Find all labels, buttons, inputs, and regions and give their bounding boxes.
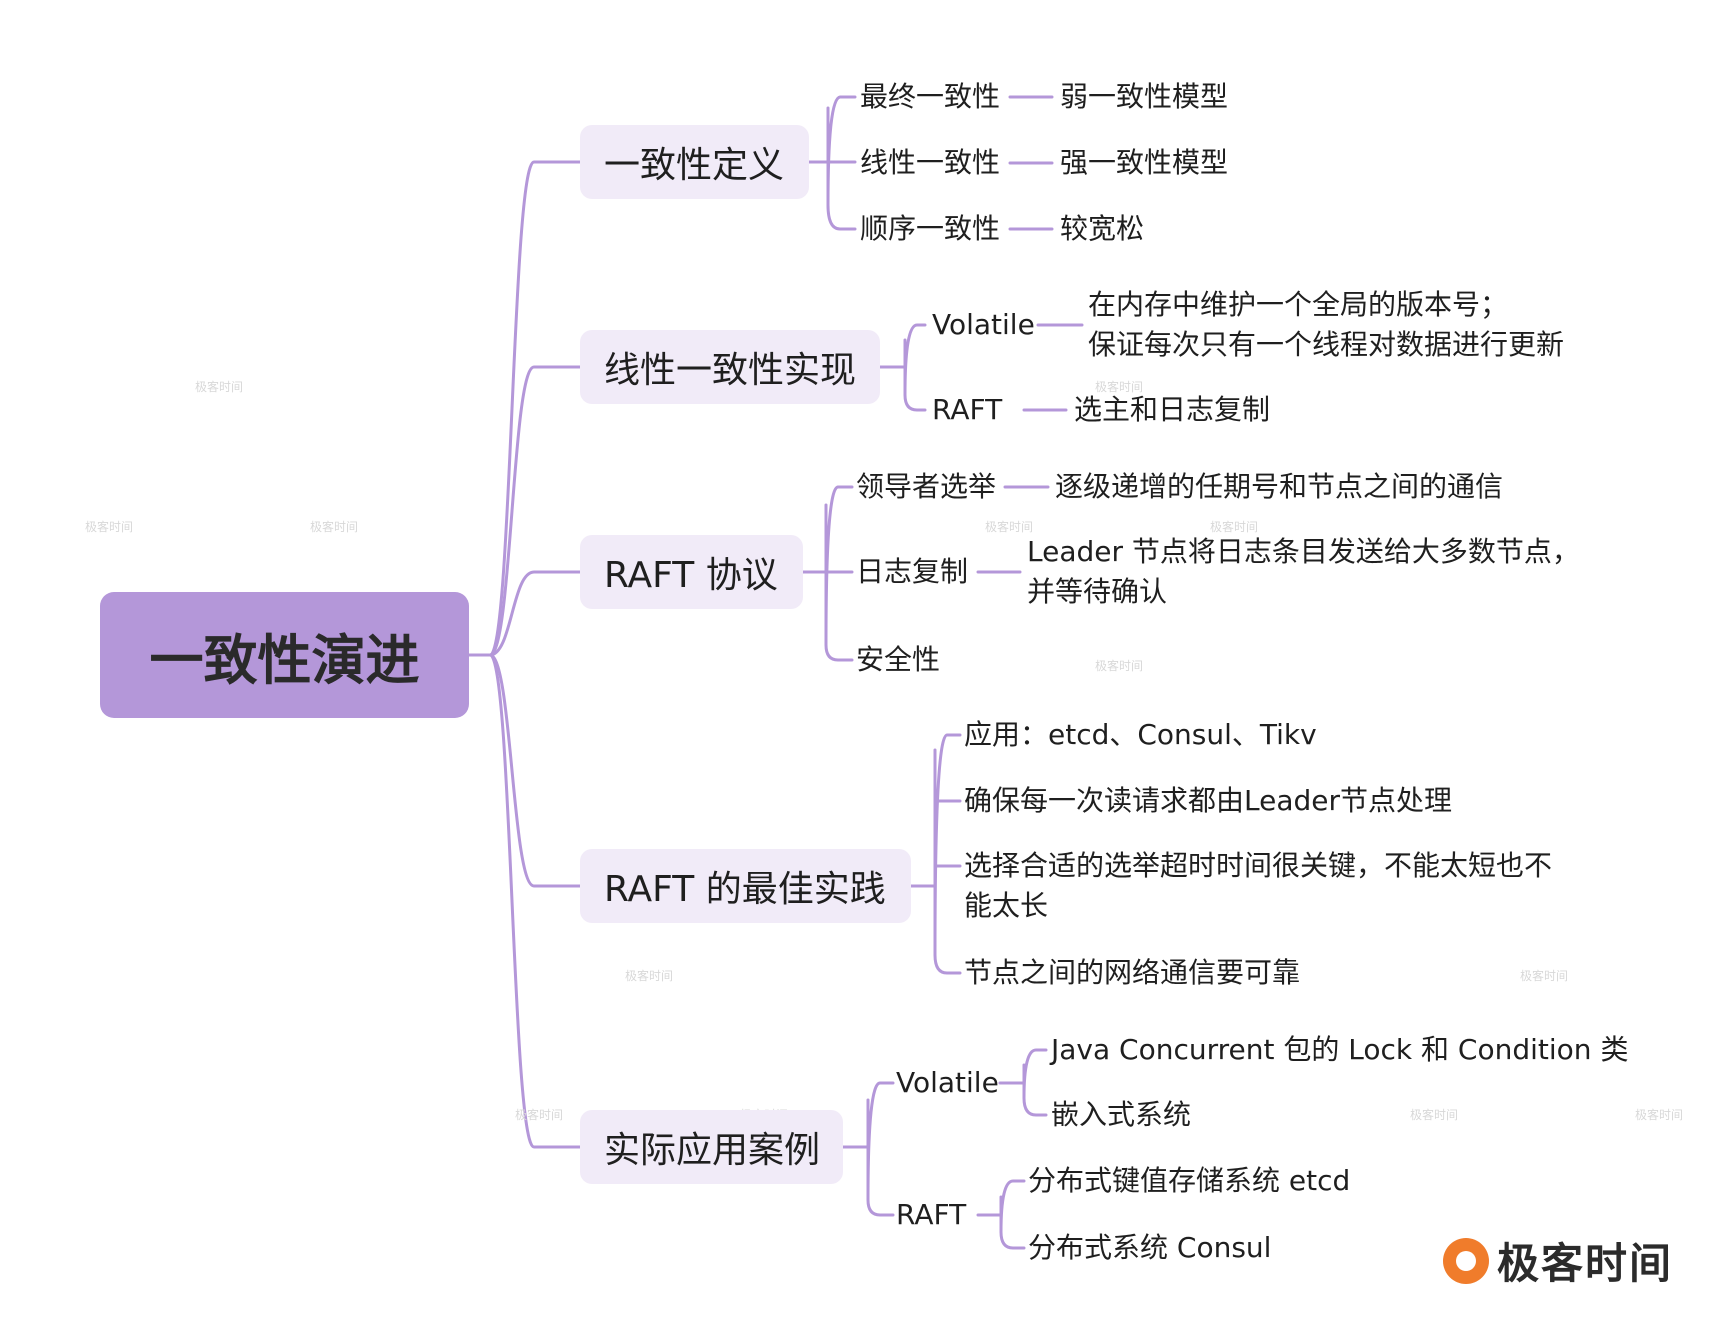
leaf-volatile[interactable]: Volatile bbox=[932, 308, 1035, 341]
watermark: 极客时间 bbox=[1410, 1108, 1459, 1122]
watermark: 极客时间 bbox=[985, 520, 1034, 534]
brand-name: 极客时间 bbox=[1497, 1239, 1674, 1288]
connector-cases-raft bbox=[976, 1179, 1026, 1250]
leaf-weak-model[interactable]: 弱一致性模型 bbox=[1060, 80, 1229, 113]
watermark: 极客时间 bbox=[85, 520, 134, 534]
connector-root-cases bbox=[467, 653, 582, 1149]
watermark: 极客时间 bbox=[1095, 380, 1144, 394]
watermark: 极客时间 bbox=[1210, 520, 1259, 534]
leaf-looser[interactable]: 较宽松 bbox=[1060, 212, 1145, 245]
leaf-java-lock-condition[interactable]: Java Concurrent 包的 Lock 和 Condition 类 bbox=[1051, 1033, 1629, 1066]
watermark: 极客时间 bbox=[515, 1108, 564, 1122]
leaf-cases-raft[interactable]: RAFT bbox=[896, 1198, 967, 1231]
leaf-election-timeout[interactable]: 选择合适的选举超时时间很关键，不能太短也不能太长 bbox=[964, 849, 1553, 922]
leaf-etcd-kv-store[interactable]: 分布式键值存储系统 etcd bbox=[1028, 1164, 1351, 1197]
branch-raft-best-practice[interactable]: RAFT 的最佳实践 bbox=[580, 849, 911, 923]
connector-def-trunk bbox=[807, 95, 857, 231]
connector-root-raft bbox=[467, 570, 582, 657]
leaf-single-thread-update[interactable]: 保证每次只有一个线程对数据进行更新 bbox=[1088, 328, 1565, 361]
watermark: 极客时间 bbox=[310, 520, 359, 534]
leaf-term-communication[interactable]: 逐级递增的任期号和节点之间的通信 bbox=[1055, 470, 1504, 503]
branch-raft-protocol[interactable]: RAFT 协议 bbox=[580, 535, 803, 609]
leaf-strong-model[interactable]: 强一致性模型 bbox=[1060, 146, 1229, 179]
connector-cases-volatile bbox=[998, 1048, 1048, 1117]
leaf-leader-election[interactable]: 领导者选举 bbox=[856, 470, 997, 503]
leaf-embedded-systems[interactable]: 嵌入式系统 bbox=[1051, 1098, 1192, 1131]
root-topic[interactable]: 一致性演进 bbox=[100, 592, 469, 718]
connector-root-practice bbox=[467, 653, 582, 888]
leaf-election-log-replication[interactable]: 选主和日志复制 bbox=[1074, 393, 1271, 426]
watermark: 极客时间 bbox=[195, 380, 244, 394]
connector-root-linear bbox=[467, 365, 582, 657]
leaf-raft[interactable]: RAFT bbox=[932, 393, 1003, 426]
leaf-sequential-consistency[interactable]: 顺序一致性 bbox=[860, 212, 1001, 245]
leaf-eventual-consistency[interactable]: 最终一致性 bbox=[860, 80, 1001, 113]
leaf-global-version[interactable]: 在内存中维护一个全局的版本号； bbox=[1088, 288, 1509, 321]
leaf-wait-ack[interactable]: 并等待确认 bbox=[1027, 575, 1168, 608]
watermark: 极客时间 bbox=[1520, 969, 1569, 983]
watermark: 极客时间 bbox=[1095, 659, 1144, 673]
connector-raft-trunk bbox=[801, 485, 854, 662]
leaf-log-replication[interactable]: 日志复制 bbox=[856, 555, 969, 588]
leaf-applications[interactable]: 应用：etcd、Consul、Tikv bbox=[964, 718, 1317, 751]
leaf-leader-send-entries[interactable]: Leader 节点将日志条目发送给大多数节点， bbox=[1027, 535, 1580, 568]
leaf-safety[interactable]: 安全性 bbox=[856, 643, 941, 676]
brand-mark-icon bbox=[1443, 1237, 1489, 1284]
watermark: 极客时间 bbox=[1635, 1108, 1684, 1122]
branch-linearizability-impl[interactable]: 线性一致性实现 bbox=[580, 330, 880, 404]
watermark: 极客时间 bbox=[625, 969, 674, 983]
leaf-leader-reads[interactable]: 确保每一次读请求都由Leader节点处理 bbox=[964, 784, 1453, 817]
leaf-consul[interactable]: 分布式系统 Consul bbox=[1028, 1231, 1272, 1264]
connector-linear-trunk bbox=[878, 323, 927, 412]
connector-cases-trunk bbox=[841, 1081, 895, 1217]
branch-real-world-cases[interactable]: 实际应用案例 bbox=[580, 1110, 843, 1184]
connector-practice-trunk bbox=[909, 733, 962, 975]
leaf-cases-volatile[interactable]: Volatile bbox=[896, 1066, 999, 1099]
leaf-reliable-network[interactable]: 节点之间的网络通信要可靠 bbox=[964, 956, 1301, 989]
leaf-linearizability[interactable]: 线性一致性 bbox=[860, 146, 1001, 179]
branch-consistency-definition[interactable]: 一致性定义 bbox=[580, 125, 809, 199]
connector-root-definition bbox=[467, 160, 582, 657]
brand-logo: 极客时间 bbox=[1443, 1230, 1673, 1291]
